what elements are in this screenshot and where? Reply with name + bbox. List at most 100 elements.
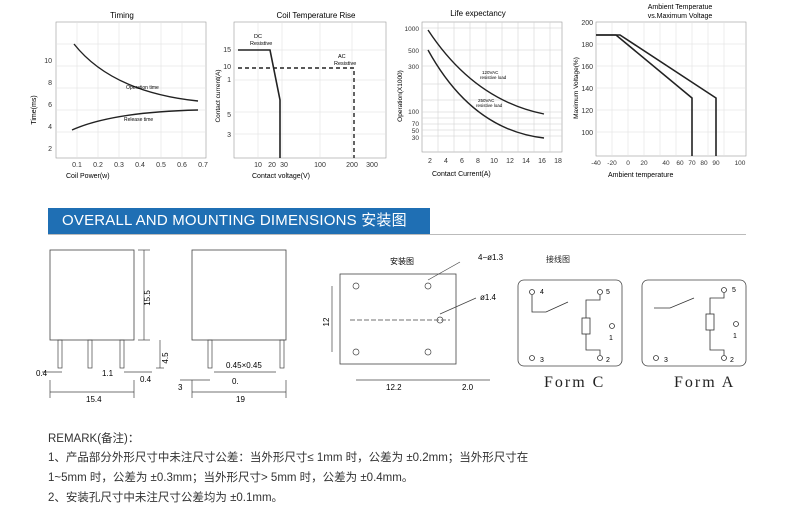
svg-text:-20: -20 — [607, 160, 617, 167]
svg-text:resistive load: resistive load — [476, 103, 503, 108]
svg-text:100: 100 — [314, 162, 326, 169]
operation-curve — [73, 43, 199, 102]
svg-text:1: 1 — [227, 77, 231, 84]
remark-line-3: 2、安装孔尺寸中未注尺寸公差均为 ±0.1mm。 — [48, 492, 284, 504]
svg-text:8: 8 — [476, 158, 480, 165]
svg-text:0.4: 0.4 — [36, 369, 48, 378]
svg-text:10: 10 — [223, 64, 231, 71]
svg-text:90: 90 — [712, 160, 720, 167]
svg-text:120: 120 — [581, 108, 593, 115]
svg-text:120VAC: 120VAC — [482, 70, 499, 75]
y-axis-label: Maximum Voltage(%) — [573, 57, 580, 119]
svg-text:2.0: 2.0 — [462, 383, 474, 392]
svg-text:6: 6 — [48, 102, 52, 109]
svg-text:180: 180 — [581, 42, 593, 49]
svg-text:160: 160 — [581, 64, 593, 71]
svg-text:0.4: 0.4 — [135, 162, 145, 169]
svg-text:15: 15 — [223, 47, 231, 54]
svg-text:500: 500 — [408, 48, 419, 55]
chart-title: Timing — [110, 11, 134, 20]
svg-text:0.1: 0.1 — [72, 162, 82, 169]
svg-text:2: 2 — [48, 146, 52, 153]
svg-text:4.5: 4.5 — [161, 352, 170, 364]
svg-text:5: 5 — [606, 289, 610, 296]
svg-text:0.5: 0.5 — [156, 162, 166, 169]
svg-text:4: 4 — [48, 124, 52, 131]
svg-text:1.1: 1.1 — [102, 369, 114, 378]
svg-text:5: 5 — [732, 287, 736, 294]
svg-text:14: 14 — [522, 158, 530, 165]
chart-subtitle: vs.Maximum Voltage — [648, 13, 713, 20]
remark-line-1: 1、产品部分外形尺寸中未注尺寸公差：当外形尺寸≤ 1mm 时，公差为 ±0.2m… — [48, 452, 529, 464]
svg-text:2: 2 — [606, 357, 610, 364]
svg-text:10: 10 — [44, 58, 52, 65]
svg-text:12: 12 — [506, 158, 514, 165]
svg-text:0: 0 — [626, 160, 630, 167]
svg-text:250VAC: 250VAC — [478, 98, 495, 103]
release-curve — [71, 109, 199, 131]
svg-text:0.45×0.45: 0.45×0.45 — [226, 361, 262, 370]
svg-text:140: 140 — [581, 86, 593, 93]
svg-text:300: 300 — [408, 64, 419, 71]
svg-text:16: 16 — [538, 158, 546, 165]
svg-text:40: 40 — [662, 160, 670, 167]
svg-text:4: 4 — [540, 289, 544, 296]
svg-text:1: 1 — [609, 335, 613, 342]
wiring-form-c: 4 5 1 3 2 — [517, 279, 623, 367]
timing-chart: Timing Operation time Release time 2 4 6… — [31, 11, 208, 180]
svg-text:DC: DC — [254, 34, 262, 40]
svg-text:0.4: 0.4 — [140, 375, 152, 384]
svg-text:3: 3 — [178, 383, 183, 392]
svg-text:200: 200 — [346, 162, 358, 169]
svg-text:3: 3 — [227, 132, 231, 139]
x-axis-label: Ambient temperature — [608, 172, 673, 179]
y-axis-label: Time(ms) — [31, 95, 38, 124]
svg-text:20: 20 — [268, 162, 276, 169]
release-label: Release time — [124, 117, 153, 123]
svg-text:0.7: 0.7 — [198, 162, 208, 169]
svg-text:100: 100 — [408, 109, 419, 116]
svg-text:300: 300 — [366, 162, 378, 169]
coil-temp-chart: Coil Temperature Rise DC Resistive AC Re… — [215, 11, 387, 180]
operation-label: Operation time — [126, 85, 159, 91]
chart-title: Ambient Temperatue — [648, 4, 713, 11]
side-view-drawing: 0.45×0.45 0. 3 19 — [178, 249, 287, 404]
svg-text:30: 30 — [280, 162, 288, 169]
svg-text:0.2: 0.2 — [93, 162, 103, 169]
svg-text:15.4: 15.4 — [86, 395, 102, 404]
svg-text:resistive load: resistive load — [480, 75, 507, 80]
chart-title: Life expectancy — [450, 9, 506, 18]
svg-text:1000: 1000 — [405, 26, 420, 33]
life-curve-120vac — [427, 29, 545, 115]
svg-text:0.: 0. — [232, 377, 239, 386]
svg-text:60: 60 — [676, 160, 684, 167]
front-view-drawing: 15.5 0.4 1.1 0.4 15.4 4.5 — [36, 249, 170, 404]
wiring-form-a: 5 1 3 2 — [641, 279, 747, 367]
life-chart: Life expectancy 120VAC resistive load 25… — [397, 9, 563, 178]
svg-text:12.2: 12.2 — [386, 383, 402, 392]
svg-text:12: 12 — [322, 317, 331, 326]
svg-text:70: 70 — [688, 160, 696, 167]
svg-text:5: 5 — [227, 112, 231, 119]
svg-text:1: 1 — [733, 333, 737, 340]
mounting-drawing: 安装图 4−ø1.3 ø1.4 12 12.2 2.0 — [322, 253, 504, 392]
svg-text:100: 100 — [735, 160, 746, 167]
svg-text:10: 10 — [254, 162, 262, 169]
svg-text:15.5: 15.5 — [143, 290, 152, 306]
svg-text:AC: AC — [338, 54, 346, 60]
svg-text:2: 2 — [428, 158, 432, 165]
svg-text:10: 10 — [490, 158, 498, 165]
svg-text:70: 70 — [412, 121, 420, 128]
svg-text:4: 4 — [444, 158, 448, 165]
remark-line-2: 1~5mm 时，公差为 ±0.3mm；当外形尺寸> 5mm 时，公差为 ±0.4… — [48, 472, 414, 484]
svg-text:2: 2 — [730, 357, 734, 364]
svg-text:Resistive: Resistive — [250, 41, 272, 47]
wiring-title: 接线图 — [546, 255, 570, 264]
y-axis-label: Operation(X1000) — [397, 70, 404, 122]
dc-curve — [238, 49, 281, 158]
svg-text:Resistive: Resistive — [334, 61, 356, 67]
svg-text:-40: -40 — [591, 160, 601, 167]
x-axis-label: Contact Current(A) — [432, 171, 491, 178]
svg-text:200: 200 — [581, 20, 593, 27]
remark-title: REMARK(备注)： — [48, 433, 140, 445]
